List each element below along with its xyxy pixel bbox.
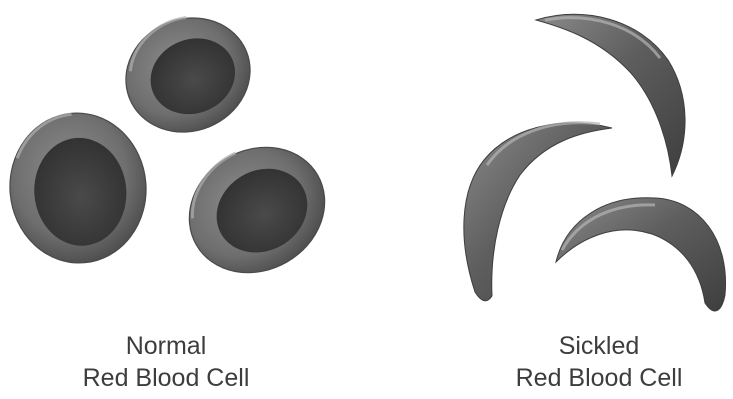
normal-cell-caption: Normal Red Blood Cell bbox=[36, 330, 296, 394]
normal-caption-line1: Normal bbox=[36, 330, 296, 362]
sickle-cell-left bbox=[464, 123, 612, 301]
sickle-cell-top bbox=[536, 14, 685, 176]
normal-cell-right bbox=[166, 123, 347, 297]
normal-caption-line2: Red Blood Cell bbox=[36, 362, 296, 394]
sickled-caption-line2: Red Blood Cell bbox=[469, 362, 729, 394]
sickled-caption-line1: Sickled bbox=[469, 330, 729, 362]
sickle-cell-bottom bbox=[556, 198, 726, 311]
sickled-cell-caption: Sickled Red Blood Cell bbox=[469, 330, 729, 394]
normal-cell-top bbox=[109, 0, 268, 151]
normal-cell-left bbox=[4, 107, 153, 268]
